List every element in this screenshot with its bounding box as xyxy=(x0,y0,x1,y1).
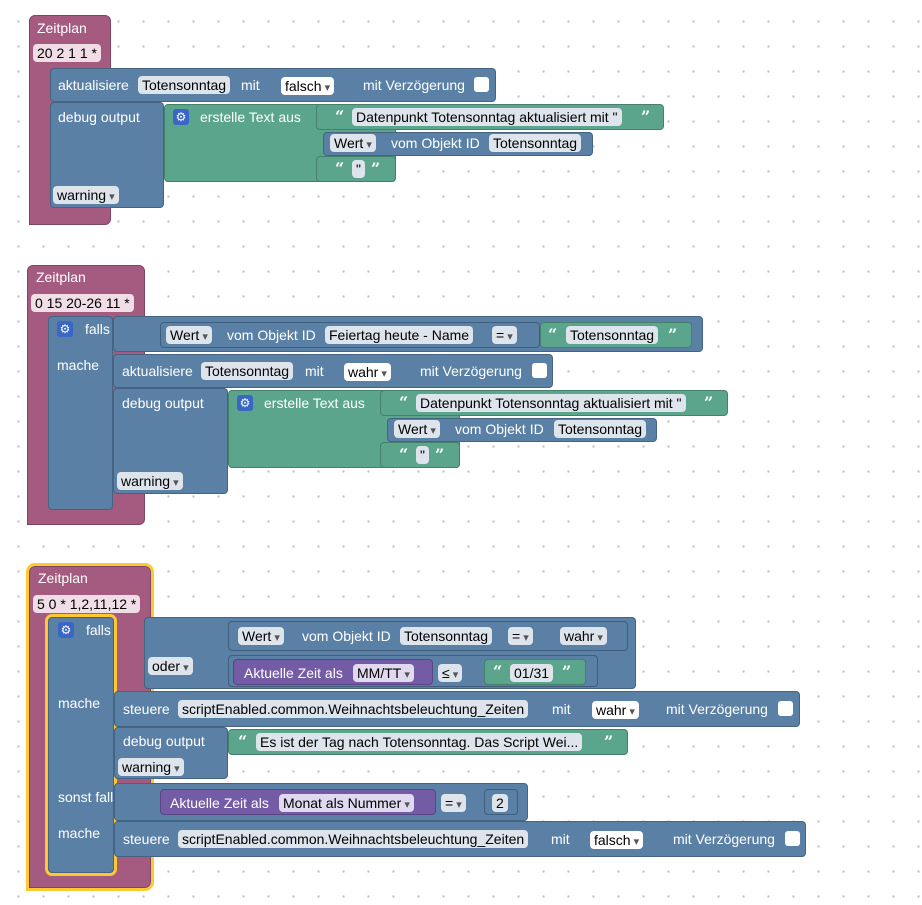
else-if-label: sonst falls xyxy=(58,789,121,805)
gear-icon[interactable]: ⚙ xyxy=(57,321,73,337)
do-label: mache xyxy=(58,695,101,711)
quote-close-icon: ” xyxy=(435,445,445,464)
with-label: mit xyxy=(305,363,324,379)
delay-checkbox[interactable] xyxy=(785,831,800,846)
month-value-field[interactable]: 2 xyxy=(492,794,508,812)
quote-close-icon: ” xyxy=(641,107,651,126)
update-block[interactable] xyxy=(50,68,496,102)
value-dropdown[interactable]: wahr xyxy=(592,701,639,719)
value-type-dropdown[interactable]: Wert xyxy=(166,326,212,344)
do-label-2: mache xyxy=(58,825,101,841)
logic-dropdown[interactable]: oder xyxy=(148,657,193,675)
object-id-field[interactable]: Totensonntag xyxy=(400,627,493,645)
quote-open-icon: “ xyxy=(548,325,558,344)
bool-dropdown[interactable]: wahr xyxy=(560,627,607,645)
object-id-label: vom Objekt ID xyxy=(391,135,480,151)
level-dropdown[interactable]: warning xyxy=(117,472,183,490)
text-field[interactable]: Totensonntag xyxy=(566,326,659,344)
state-field[interactable]: Totensonntag xyxy=(201,362,294,380)
text-field[interactable]: Datenpunkt Totensonntag aktualisiert mit… xyxy=(352,108,622,126)
quote-close-icon: ” xyxy=(562,662,572,681)
quote-open-icon: “ xyxy=(335,159,345,178)
schedule-label: Zeitplan xyxy=(36,269,86,285)
with-label: mit xyxy=(241,77,260,93)
object-id-field[interactable]: Totensonntag xyxy=(554,420,647,438)
gear-icon[interactable]: ⚙ xyxy=(173,109,189,125)
level-dropdown[interactable]: warning xyxy=(53,186,119,204)
if-label: falls xyxy=(86,622,111,638)
suffix-field[interactable]: " xyxy=(416,446,429,464)
delay-label: mit Verzögerung xyxy=(420,363,522,379)
debug-label: debug output xyxy=(123,733,205,749)
time-format-dropdown[interactable]: MM/TT xyxy=(353,664,414,682)
month-format-dropdown[interactable]: Monat als Nummer xyxy=(279,794,414,812)
current-time-label: Aktuelle Zeit als xyxy=(244,665,343,681)
quote-open-icon: “ xyxy=(238,732,248,751)
cron-field[interactable]: 5 0 * 1,2,11,12 * xyxy=(33,595,141,613)
state-field[interactable]: Totensonntag xyxy=(138,76,231,94)
delay-label: mit Verzögerung xyxy=(673,831,775,847)
debug-label: debug output xyxy=(122,395,204,411)
delay-label: mit Verzögerung xyxy=(666,701,768,717)
value-type-dropdown[interactable]: Wert xyxy=(330,134,376,152)
quote-open-icon: “ xyxy=(399,445,409,464)
object-id-field[interactable]: Totensonntag xyxy=(489,134,582,152)
object-id-label: vom Objekt ID xyxy=(227,327,316,343)
delay-label: mit Verzögerung xyxy=(363,77,465,93)
quote-open-icon: “ xyxy=(335,107,345,126)
level-dropdown[interactable]: warning xyxy=(118,758,184,776)
create-text-label: erstelle Text aus xyxy=(200,109,301,125)
operator-dropdown[interactable]: ≤ xyxy=(438,664,463,682)
quote-close-icon: ” xyxy=(704,393,714,412)
value-dropdown[interactable]: falsch xyxy=(590,831,644,849)
quote-close-icon: ” xyxy=(604,732,614,751)
operator-dropdown[interactable]: = xyxy=(492,326,517,344)
if-block[interactable] xyxy=(48,316,113,510)
control-label: steuere xyxy=(123,701,170,717)
cron-field[interactable]: 20 2 1 1 * xyxy=(33,44,101,62)
if-else-block[interactable] xyxy=(45,614,117,876)
date-field[interactable]: 01/31 xyxy=(510,664,554,682)
value-dropdown[interactable]: wahr xyxy=(344,363,391,381)
operator-dropdown[interactable]: = xyxy=(441,794,466,812)
do-label: mache xyxy=(57,357,100,373)
cron-field[interactable]: 0 15 20-26 11 * xyxy=(31,294,134,312)
create-text-label: erstelle Text aus xyxy=(264,395,365,411)
control-label: steuere xyxy=(123,831,170,847)
update-label: aktualisiere xyxy=(58,77,129,93)
quote-close-icon: ” xyxy=(371,159,381,178)
delay-checkbox[interactable] xyxy=(474,77,489,92)
value-type-dropdown[interactable]: Wert xyxy=(394,420,440,438)
gear-icon[interactable]: ⚙ xyxy=(237,395,253,411)
current-time-label: Aktuelle Zeit als xyxy=(170,795,269,811)
delay-checkbox[interactable] xyxy=(778,701,793,716)
debug-label: debug output xyxy=(58,109,140,125)
target-field[interactable]: scriptEnabled.common.Weihnachtsbeleuchtu… xyxy=(178,830,529,848)
update-label: aktualisiere xyxy=(122,363,193,379)
object-id-label: vom Objekt ID xyxy=(302,628,391,644)
text-field[interactable]: Datenpunkt Totensonntag aktualisiert mit… xyxy=(416,394,686,412)
with-label: mit xyxy=(552,701,571,717)
suffix-field[interactable]: " xyxy=(352,160,365,178)
schedule-label: Zeitplan xyxy=(37,20,87,36)
gear-icon[interactable]: ⚙ xyxy=(58,622,74,638)
if-label: falls xyxy=(85,321,110,337)
update-block[interactable] xyxy=(113,354,553,388)
value-dropdown[interactable]: falsch xyxy=(281,77,335,95)
debug-text-field[interactable]: Es ist der Tag nach Totensonntag. Das Sc… xyxy=(256,733,583,751)
object-id-field[interactable]: Feiertag heute - Name xyxy=(325,326,474,344)
schedule-label: Zeitplan xyxy=(38,570,88,586)
value-type-dropdown[interactable]: Wert xyxy=(238,627,284,645)
quote-open-icon: “ xyxy=(399,393,409,412)
quote-close-icon: ” xyxy=(668,325,678,344)
delay-checkbox[interactable] xyxy=(532,363,547,378)
operator-dropdown[interactable]: = xyxy=(508,627,533,645)
object-id-label: vom Objekt ID xyxy=(455,421,544,437)
with-label: mit xyxy=(551,831,570,847)
target-field[interactable]: scriptEnabled.common.Weihnachtsbeleuchtu… xyxy=(178,700,529,718)
quote-open-icon: “ xyxy=(493,662,503,681)
